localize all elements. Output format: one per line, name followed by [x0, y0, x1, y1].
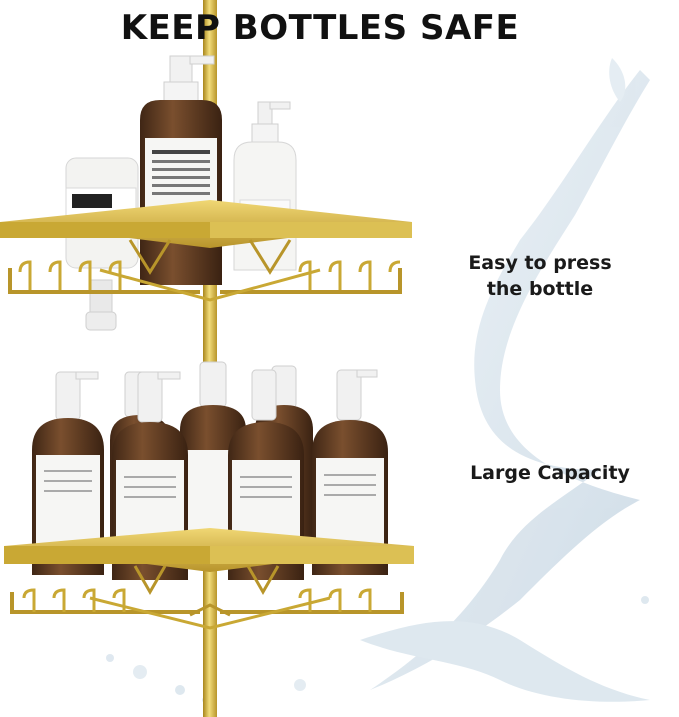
feature-large-capacity: Large Capacity: [455, 460, 645, 486]
feature-large-capacity-line-1: Large Capacity: [470, 462, 630, 484]
top-corner-shelf: [0, 200, 412, 302]
feature-easy-press-line-1: Easy to press: [468, 252, 612, 274]
feature-easy-press: Easy to press the bottle: [460, 250, 620, 302]
bottom-corner-shelf: [4, 528, 414, 630]
top-shelf-bottles: [65, 55, 297, 331]
headline: KEEP BOTTLES SAFE: [120, 8, 520, 48]
water-splash: [106, 58, 650, 703]
feature-easy-press-line-2: the bottle: [486, 278, 594, 300]
